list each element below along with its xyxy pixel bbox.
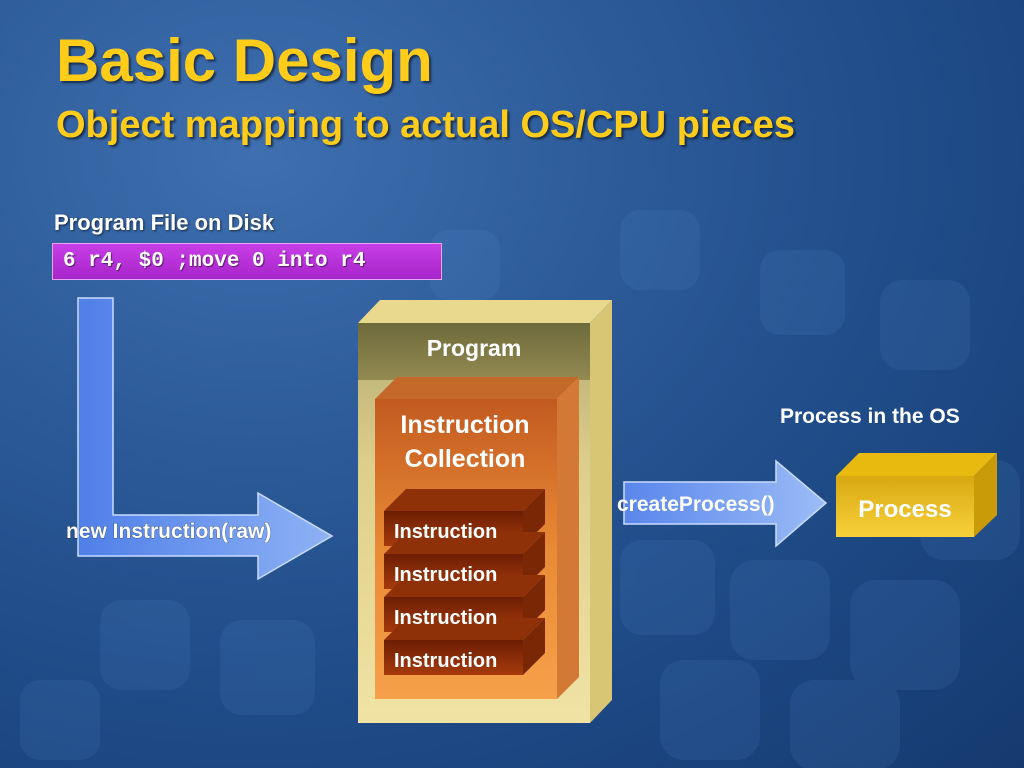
collection-label-line2: Collection: [405, 445, 526, 473]
process-box: [836, 453, 997, 537]
process-label: Process: [858, 496, 951, 523]
code-line-box: 6 r4, $0 ;move 0 into r4: [52, 243, 442, 280]
collection-label-line1: Instruction: [400, 411, 529, 439]
program-file-label: Program File on Disk: [54, 210, 275, 235]
slide-subtitle: Object mapping to actual OS/CPU pieces: [56, 104, 796, 146]
create-process-arrow: [623, 459, 828, 548]
new-instruction-label: new Instruction(raw): [66, 520, 271, 543]
instruction-label: Instruction: [394, 521, 497, 543]
instruction-label: Instruction: [394, 564, 497, 586]
instruction-block: [384, 575, 545, 632]
instruction-block: [384, 618, 545, 675]
instruction-label: Instruction: [394, 650, 497, 672]
process-in-os-label: Process in the OS: [780, 405, 960, 428]
slide-title: Basic Design: [56, 27, 433, 94]
instruction-stack: [384, 489, 545, 675]
instruction-label: Instruction: [394, 607, 497, 629]
create-process-label: createProcess(): [617, 493, 775, 516]
program-label: Program: [427, 335, 522, 361]
new-instruction-arrow: [77, 297, 334, 581]
